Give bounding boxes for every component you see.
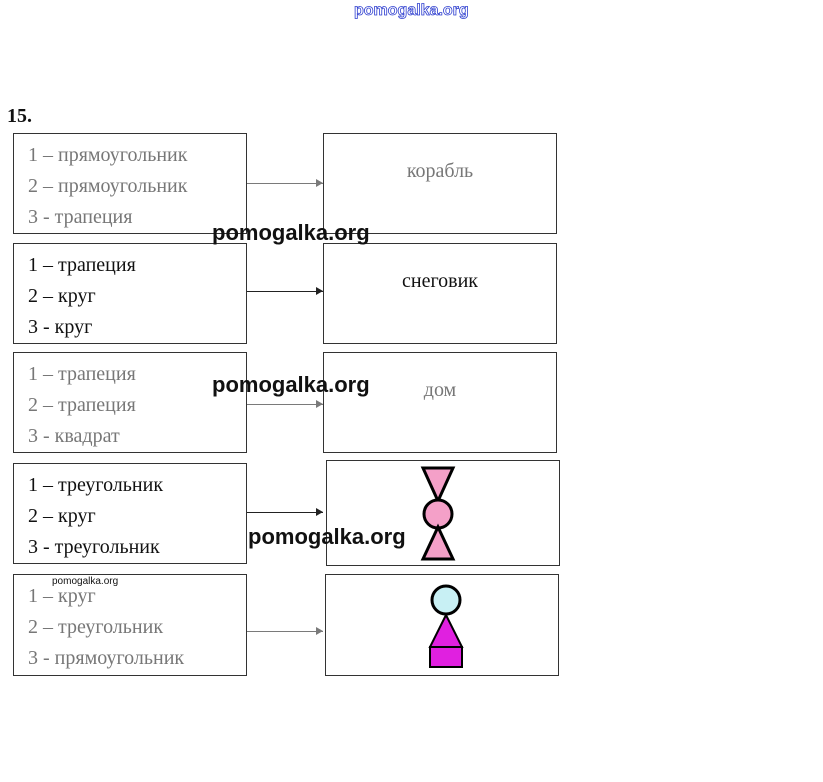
list-item: 3 - трапеция: [28, 206, 133, 228]
list-item: 2 – прямоугольник: [28, 175, 188, 197]
shape-list-3: 1 – трапеция 2 – трапеция 3 - квадрат: [13, 352, 247, 453]
list-item: 2 – круг: [28, 285, 96, 307]
watermark: pomogalka.org: [212, 372, 370, 397]
arrow: [247, 400, 323, 408]
list-item: 1 – треугольник: [28, 474, 164, 496]
list-item: 2 – круг: [28, 505, 96, 527]
watermark: pomogalka.org: [248, 524, 406, 549]
list-item: 3 - квадрат: [28, 425, 120, 447]
arrow: [247, 179, 323, 187]
result-box-3: дом: [323, 352, 557, 453]
shape-list-1: 1 – прямоугольник 2 – прямоугольник 3 - …: [13, 133, 247, 234]
result-box-5: [325, 574, 559, 676]
shape-list-4: 1 – треугольник 2 – круг 3 - треугольник: [13, 463, 247, 564]
watermark: pomogalka.org: [212, 220, 370, 245]
list-item: 1 – прямоугольник: [28, 144, 188, 166]
arrow: [247, 287, 323, 295]
result-box-1: корабль: [323, 133, 557, 234]
task-number: 15.: [7, 105, 32, 127]
list-item: 3 - круг: [28, 316, 93, 338]
list-item: 2 – трапеция: [28, 394, 136, 416]
list-item: 1 – трапеция: [28, 363, 136, 385]
result-box-4: [326, 460, 560, 566]
result-box-2: снеговик: [323, 243, 557, 344]
site-header-link[interactable]: pomogalka.org: [354, 2, 469, 20]
result-label: дом: [423, 379, 457, 401]
arrow: [247, 508, 323, 516]
list-item: 2 – треугольник: [28, 616, 164, 638]
figure-person: [428, 584, 464, 668]
list-item: 3 - треугольник: [28, 536, 160, 558]
watermark-small: pomogalka.org: [52, 576, 119, 587]
result-label: снеговик: [401, 270, 479, 292]
shape-list-2: 1 – трапеция 2 – круг 3 - круг: [13, 243, 247, 344]
list-item: 3 - прямоугольник: [28, 647, 185, 669]
result-label: корабль: [406, 160, 474, 182]
candy-figure: [420, 466, 456, 561]
list-item: 1 – круг: [28, 585, 96, 607]
list-item: 1 – трапеция: [28, 254, 136, 276]
shape-list-5: 1 – круг 2 – треугольник 3 - прямоугольн…: [13, 574, 247, 676]
arrow: [247, 627, 323, 635]
